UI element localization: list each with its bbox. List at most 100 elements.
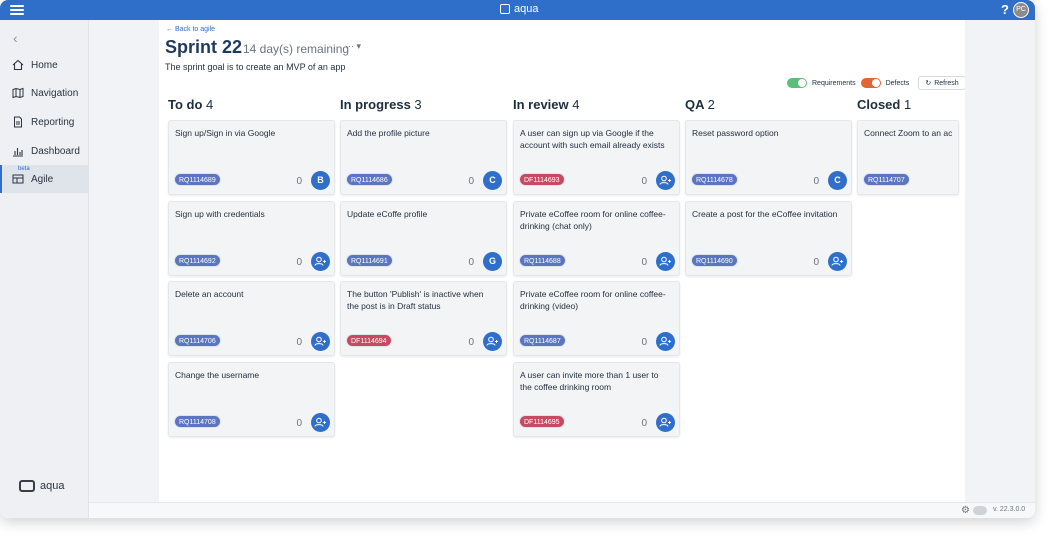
task-card[interactable]: Sign up/Sign in via Google RQ1114689 0 B <box>168 120 335 195</box>
menu-icon[interactable] <box>10 3 24 17</box>
card-title: Delete an account <box>175 289 244 299</box>
gear-icon[interactable]: ⚙ <box>961 505 970 516</box>
task-card[interactable]: A user can sign up via Google if the acc… <box>513 120 680 195</box>
brand-name: aqua <box>514 3 539 15</box>
report-icon <box>11 116 24 129</box>
assignee-avatar[interactable]: C <box>483 171 502 190</box>
user-avatar[interactable]: PC <box>1013 2 1029 18</box>
column-count: 1 <box>903 97 912 112</box>
status-bar: ⚙ v. 22.3.0.0 <box>89 502 1035 518</box>
defect-tag[interactable]: DF1114694 <box>346 334 392 347</box>
requirements-label: Requirements <box>812 79 856 87</box>
requirement-tag[interactable]: RQ1114687 <box>519 334 566 347</box>
task-card[interactable]: Change the username RQ1114708 0 <box>168 362 335 437</box>
requirement-tag[interactable]: RQ1114708 <box>174 415 221 428</box>
requirement-tag[interactable]: RQ1114688 <box>519 254 566 267</box>
requirement-tag[interactable]: RQ1114692 <box>174 254 221 267</box>
card-title: A user can sign up via Google if the acc… <box>520 128 665 150</box>
right-gutter <box>965 20 1035 502</box>
requirement-tag[interactable]: RQ1114678 <box>691 173 738 186</box>
column-todo-header: To do 4 <box>168 97 213 112</box>
assignee-avatar[interactable]: B <box>311 171 330 190</box>
task-card[interactable]: A user can invite more than 1 user to th… <box>513 362 680 437</box>
card-count: 0 <box>641 257 647 268</box>
sidebar: ‹ Home Navigation Reporting Dashboard <box>0 20 89 518</box>
requirement-tag[interactable]: RQ1114689 <box>174 173 221 186</box>
task-card[interactable]: Add the profile picture RQ1114686 0 C <box>340 120 507 195</box>
card-title: Private eCoffee room for online coffee-d… <box>520 209 666 231</box>
defect-tag[interactable]: DF1114695 <box>519 415 565 428</box>
card-count: 0 <box>468 176 474 187</box>
sprint-options-menu[interactable]: ··· ▾ <box>345 41 362 51</box>
brand: aqua <box>500 3 538 15</box>
requirement-tag[interactable]: RQ1114690 <box>691 254 738 267</box>
requirements-toggle[interactable] <box>787 78 807 88</box>
assign-user-icon[interactable] <box>656 332 675 351</box>
requirement-tag[interactable]: RQ1114707 <box>863 173 910 186</box>
sidebar-item-label: Dashboard <box>31 145 80 157</box>
beta-badge: beta <box>18 166 30 172</box>
aqua-logo-icon <box>19 480 35 492</box>
requirement-tag[interactable]: RQ1114706 <box>174 334 221 347</box>
card-count: 0 <box>296 176 302 187</box>
defect-tag[interactable]: DF1114693 <box>519 173 565 186</box>
card-title: A user can invite more than 1 user to th… <box>520 370 659 392</box>
card-count: 0 <box>813 257 819 268</box>
column-count: 2 <box>707 97 715 112</box>
task-card[interactable]: Reset password option RQ1114678 0 C <box>685 120 852 195</box>
sidebar-item-label: Reporting <box>31 116 75 128</box>
footer-brand-name: aqua <box>40 480 65 492</box>
column-in-review-header: In review 4 <box>513 97 580 112</box>
assignee-avatar[interactable]: C <box>828 171 847 190</box>
task-card[interactable]: Private eCoffee room for online coffee-d… <box>513 281 680 356</box>
refresh-button[interactable]: ↻ Refresh <box>918 76 966 90</box>
task-card[interactable]: The button 'Publish' is inactive when th… <box>340 281 507 356</box>
column-count: 4 <box>206 97 214 112</box>
home-icon <box>11 59 24 72</box>
version-label: v. 22.3.0.0 <box>993 506 1026 513</box>
sidebar-item-label: Navigation <box>31 87 79 99</box>
sidebar-item-navigation[interactable]: Navigation <box>0 79 89 107</box>
assign-user-icon[interactable] <box>656 252 675 271</box>
sidebar-item-reporting[interactable]: Reporting <box>0 108 89 136</box>
task-card[interactable]: Update eCoffe profile RQ1114691 0 G <box>340 201 507 276</box>
card-count: 0 <box>641 337 647 348</box>
task-card[interactable]: Sign up with credentials RQ1114692 0 <box>168 201 335 276</box>
card-count: 0 <box>468 257 474 268</box>
help-icon[interactable]: ? <box>1001 2 1009 17</box>
assign-user-icon[interactable] <box>828 252 847 271</box>
assign-user-icon[interactable] <box>656 413 675 432</box>
assign-user-icon[interactable] <box>483 332 502 351</box>
task-card[interactable]: Delete an account RQ1114706 0 <box>168 281 335 356</box>
assignee-avatar[interactable]: G <box>483 252 502 271</box>
column-title: Closed <box>857 97 901 112</box>
sidebar-item-agile[interactable]: beta Agile <box>0 165 89 193</box>
card-title: Sign up with credentials <box>175 209 265 219</box>
sprint-remaining: 14 day(s) remaining <box>243 42 350 56</box>
card-title: Reset password option <box>692 128 779 138</box>
defects-toggle[interactable] <box>860 78 881 88</box>
aqua-logo-icon <box>500 4 510 14</box>
requirement-tag[interactable]: RQ1114686 <box>346 173 393 186</box>
card-title: Sign up/Sign in via Google <box>175 128 276 138</box>
sidebar-item-home[interactable]: Home <box>0 51 89 79</box>
board-icon <box>11 173 24 186</box>
back-to-agile-link[interactable]: ← Back to agile <box>166 26 216 33</box>
column-title: QA <box>685 97 705 112</box>
task-card[interactable]: Connect Zoom to an ac RQ1114707 <box>857 120 959 195</box>
card-title: Change the username <box>175 370 260 380</box>
column-title: To do <box>168 97 203 112</box>
chart-icon <box>11 145 24 158</box>
assign-user-icon[interactable] <box>311 413 330 432</box>
board-area: ← Back to agile Sprint 22 14 day(s) rema… <box>159 20 966 502</box>
requirement-tag[interactable]: RQ1114691 <box>346 254 393 267</box>
assign-user-icon[interactable] <box>311 252 330 271</box>
sidebar-item-dashboard[interactable]: Dashboard <box>0 137 89 165</box>
card-title: Private eCoffee room for online coffee-d… <box>520 289 666 311</box>
task-card[interactable]: Private eCoffee room for online coffee-d… <box>513 201 680 276</box>
collapse-sidebar-icon[interactable]: ‹ <box>13 30 18 46</box>
assign-user-icon[interactable] <box>311 332 330 351</box>
assign-user-icon[interactable] <box>656 171 675 190</box>
theme-toggle[interactable] <box>973 506 987 515</box>
task-card[interactable]: Create a post for the eCoffee invitation… <box>685 201 852 276</box>
